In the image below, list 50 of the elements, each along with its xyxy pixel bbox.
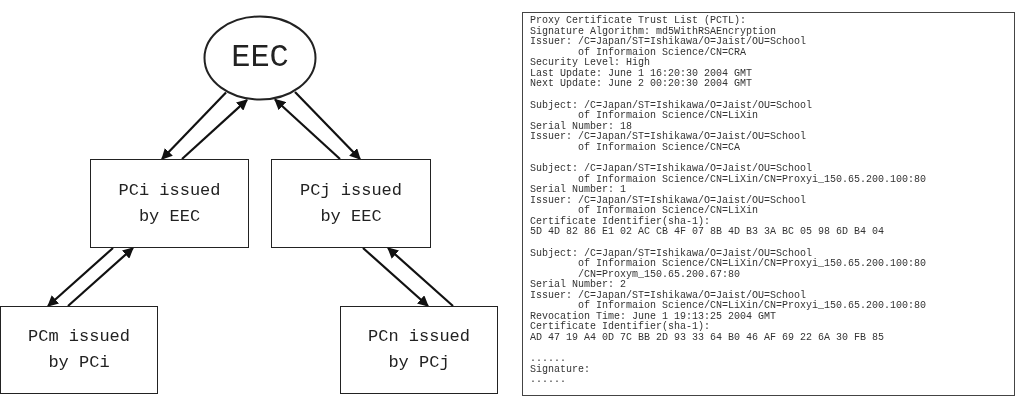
certificate-list-line: of Informaion Science/CN=LiXin/CN=Proxyi_150.65.200.100:80 (578, 174, 927, 185)
node-label: PCj issued by EEC (299, 179, 403, 228)
certificate-list-line: Signature: (530, 364, 590, 375)
certificate-box (0, 306, 158, 394)
certificate-list-line: ...... (530, 375, 566, 386)
certificate-list-line: Certificate Identifier(sha-1): (530, 216, 711, 227)
certificate-list-line: Proxy Certificate Trust List (PCTL): (530, 16, 747, 27)
certificate-list-line: of Informaion Science/CN=LiXin (578, 206, 759, 216)
arrow (362, 247, 429, 307)
node-label: PCn issued by PCj (367, 326, 471, 374)
certificate-list-line: Serial Number: 1 (530, 185, 626, 195)
certificate-list-line: Security Level: High (530, 58, 651, 69)
arrow (294, 91, 361, 160)
certificate-box (340, 306, 498, 394)
certificate-list-line: of Informaion Science/CN=LiXin/CN=Proxyi_150.65.200.100:80 (578, 259, 927, 269)
certificate-box (271, 159, 431, 248)
certificate-list-line: Serial Number: 2 (530, 280, 626, 290)
certificate-list-line: 5D 4D 82 86 E1 02 AC CB 4F 07 8B 4D B3 3A BC 05 98 6D B4 04 (530, 227, 885, 238)
certificate-list-line: Certificate Identifier(sha-1): (530, 322, 711, 333)
arrow (67, 247, 134, 307)
certificate-list-line: /CN=Proxym_150.65.200.67:80 (578, 269, 741, 280)
certificate-list-line: Serial Number: 18 (530, 121, 633, 132)
node-label: PCi issued by EEC (117, 179, 222, 228)
node-label: PCm issued by PCi (27, 326, 131, 374)
certificate-list-line: Subject: /C=Japan/ST=Ishikawa/O=Jaist/OU=School (530, 248, 813, 259)
certificate-list-line: Subject: /C=Japan/ST=Ishikawa/O=Jaist/OU=School (530, 164, 813, 175)
certificate-list-panel (522, 12, 1015, 396)
arrow (47, 247, 114, 307)
certificate-list-line: Next Update: June 2 00:20:30 2004 GMT (530, 79, 753, 90)
certificate-list-line: Subject: /C=Japan/ST=Ishikawa/O=Jaist/OU=School (530, 100, 813, 111)
certificate-list-line: Issuer: /C=Japan/ST=Ishikawa/O=Jaist/OU=School (530, 37, 807, 48)
certificate-list-line: Issuer: /C=Japan/ST=Ishikawa/O=Jaist/OU=School (530, 195, 807, 206)
certificate-box (90, 159, 249, 248)
arrow (181, 99, 248, 160)
certificate-list-line: AD 47 19 A4 0D 7C BB 2D 93 33 64 B0 46 AF 69 22 6A 30 FB 85 (530, 332, 885, 343)
certificate-list-line: ...... (530, 354, 566, 364)
certificate-list-line: of Informaion Science/CN=CRA (578, 47, 747, 58)
certificate-list-line: Issuer: /C=Japan/ST=Ishikawa/O=Jaist/OU=School (530, 290, 807, 301)
certificate-list-line: of Informaion Science/CN=LiXin (578, 111, 759, 121)
certificate-ellipse (203, 15, 317, 101)
node-label: EEC (231, 45, 289, 71)
certificate-list-line: Signature Algorithm: md5WithRSAEncryption (530, 26, 777, 37)
arrow (387, 247, 454, 307)
certificate-list-line: Revocation Time: June 1 19:13:25 2004 GMT (530, 311, 777, 322)
arrow (274, 98, 341, 160)
certificate-list-line: Last Update: June 1 16:20:30 2004 GMT (530, 68, 753, 79)
arrow (161, 91, 227, 160)
certificate-list-line: of Informaion Science/CN=CA (578, 142, 741, 153)
certificate-list-line: Issuer: /C=Japan/ST=Ishikawa/O=Jaist/OU=School (530, 132, 807, 143)
certificate-list-line: of Informaion Science/CN=LiXin/CN=Proxyi_150.65.200.100:80 (578, 301, 927, 311)
